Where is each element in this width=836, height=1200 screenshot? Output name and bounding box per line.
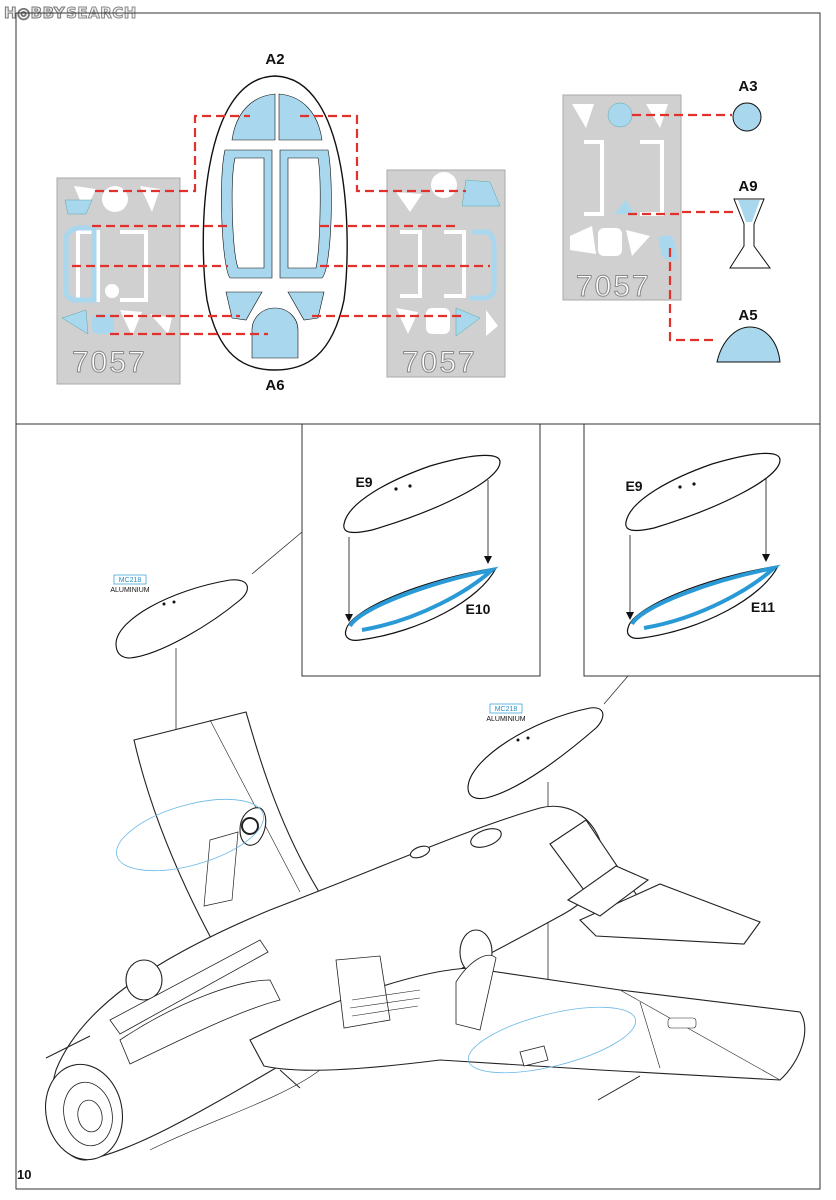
paint-code-right: MC218 — [495, 706, 518, 713]
mask-fret-left: 7057 — [56, 177, 181, 385]
fret-code-middle: 7057 — [402, 346, 477, 379]
mask-part-a5 — [716, 326, 781, 363]
fret-code-left: 7057 — [72, 346, 147, 379]
label-a2: A2 — [265, 51, 284, 68]
detail-box-left: E9 E10 — [301, 423, 541, 677]
fret-code-right: 7057 — [576, 270, 651, 303]
label-a5: A5 — [738, 307, 757, 324]
paint-name-right: ALUMINIUM — [486, 716, 525, 723]
detail-box-right: E9 E11 — [583, 423, 821, 677]
mask-leader-lines — [72, 113, 736, 342]
aircraft-drawing — [44, 711, 806, 1161]
label-left-e9: E9 — [355, 474, 372, 490]
paint-name-left: ALUMINIUM — [110, 587, 149, 594]
label-a9: A9 — [738, 178, 757, 195]
mask-fret-middle: 7057 — [386, 169, 506, 380]
paint-code-left: MC218 — [119, 577, 142, 584]
mask-section: 7057 A2 A6 — [56, 51, 781, 394]
label-a6: A6 — [265, 377, 284, 394]
canopy-view: A2 A6 — [202, 51, 348, 394]
label-a3: A3 — [738, 78, 757, 95]
label-left-e10: E10 — [466, 601, 491, 617]
page-number: 10 — [17, 1167, 32, 1182]
label-right-e9: E9 — [625, 478, 642, 494]
mask-fret-right: 7057 — [562, 94, 682, 304]
mask-part-a9 — [729, 198, 771, 269]
mask-part-a3 — [732, 102, 762, 132]
label-right-e11: E11 — [751, 599, 775, 615]
